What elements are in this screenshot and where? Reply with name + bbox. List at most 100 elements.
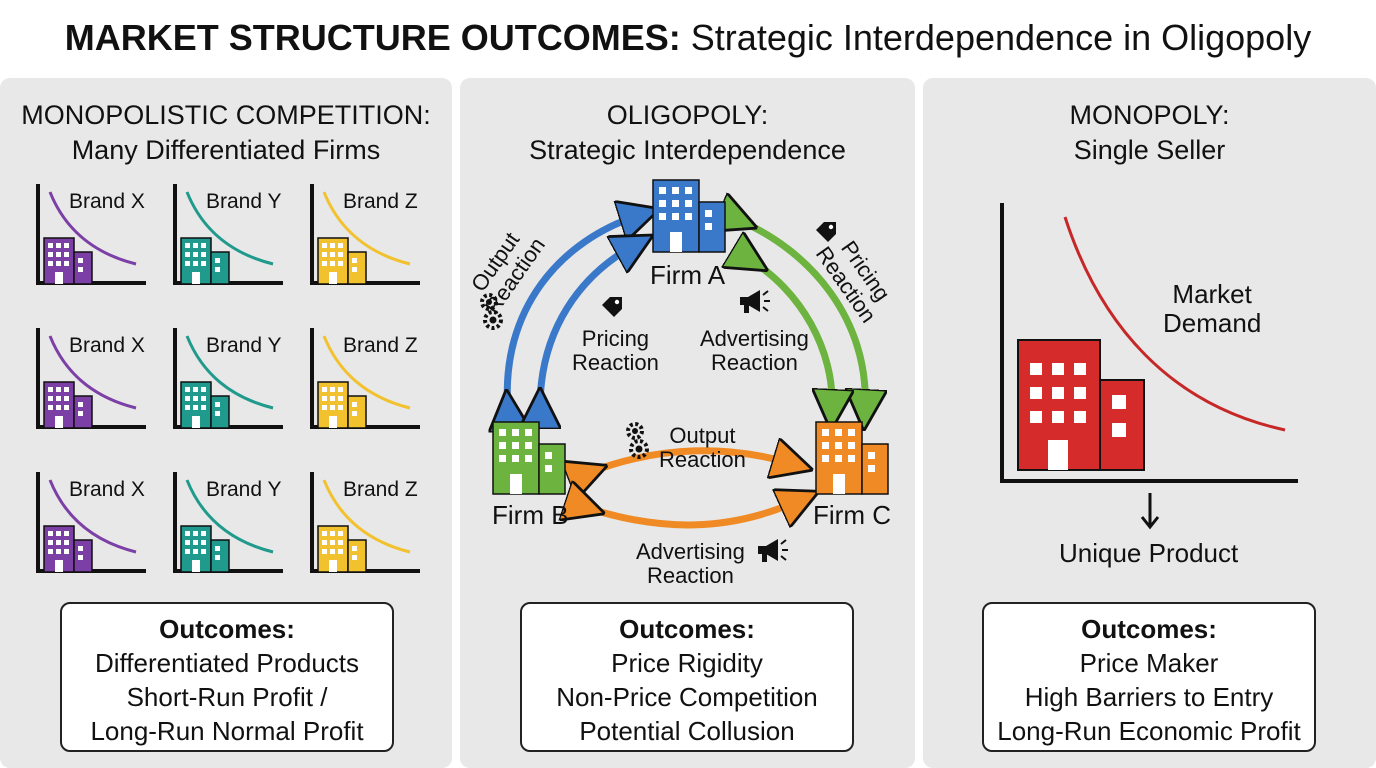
unique-product-label: Unique Product [1059,538,1239,568]
megaphone-icon [757,538,789,563]
advertising-reaction-label-bottom: Advertising Reaction [636,540,745,588]
monopoly-outcomes-title: Outcomes: [1081,614,1217,644]
monopolistic-outcome-3: Long-Run Normal Profit [90,716,364,746]
green-arrow-inner [750,260,832,410]
monopoly-axes [1000,203,1298,483]
chart-axes [310,328,420,429]
down-arrow-icon [1140,493,1160,530]
brand-chart-graphic [36,328,146,429]
brand-label: Brand Z [343,334,418,357]
pricing-reaction-label-inner: Pricing Reaction [572,327,659,375]
oligopoly-heading: OLIGOPOLY: Strategic Interdependence [460,98,915,168]
demand-curve [48,191,137,266]
brand-demand-chart: Brand Y [173,182,293,287]
monopolistic-outcomes-title: Outcomes: [159,614,295,644]
firm-a-label: Firm A [650,260,726,290]
monopolistic-outcomes-box: Outcomes: Differentiated Products Short-… [60,602,394,752]
monopolistic-outcome-2: Short-Run Profit / [126,682,328,712]
page-title: MARKET STRUCTURE OUTCOMES: Strategic Int… [0,14,1376,62]
brand-demand-chart: Brand Z [310,470,430,575]
brand-demand-chart: Brand Y [173,470,293,575]
monopolistic-heading-line2: Many Differentiated Firms [71,135,381,165]
chart-axes [173,472,283,573]
oligopoly-heading-line2: Strategic Interdependence [529,135,846,165]
market-demand-line2: Demand [1163,308,1262,338]
output-reaction-label-bottom: Output Reaction [659,424,746,472]
monopoly-heading: MONOPOLY: Single Seller [923,98,1376,168]
orange-arrow-upper [588,451,793,473]
firm-building-icon [43,525,93,573]
oligopoly-outcomes-box: Outcomes: Price Rigidity Non-Price Compe… [520,602,854,752]
chart-axes [36,472,146,573]
monopolistic-competition-panel: MONOPOLISTIC COMPETITION: Many Different… [0,78,452,768]
oligopoly-outcome-3: Potential Collusion [579,716,795,746]
firm-c-label: Firm C [813,500,891,530]
monopolistic-heading: MONOPOLISTIC COMPETITION: Many Different… [0,98,452,168]
advertising-reaction-inner-line1: Advertising [700,326,809,351]
demand-curve [48,479,137,554]
demand-curve [322,335,411,410]
monopoly-outcome-1: Price Maker [1079,648,1219,678]
blue-arrow-inner [540,245,635,408]
output-reaction-bottom-line2: Reaction [659,447,746,472]
demand-curve [185,335,274,410]
firm-building-icon [180,237,230,285]
market-demand-curve [1063,216,1286,432]
firm-a-building-icon [652,179,726,253]
market-demand-label: Market Demand [1163,280,1261,338]
brand-label: Brand Z [343,478,418,501]
brand-label: Brand Y [206,478,282,501]
advertising-reaction-bottom-line1: Advertising [636,539,745,564]
chart-axes [36,328,146,429]
monopolistic-outcome-1: Differentiated Products [95,648,359,678]
brand-demand-chart: Brand Z [310,182,430,287]
monopoly-heading-line2: Single Seller [1073,135,1226,165]
advertising-reaction-inner-line2: Reaction [711,350,798,375]
monopoly-outcome-2: High Barriers to Entry [1024,682,1274,712]
advertising-reaction-bottom-line2: Reaction [647,563,734,588]
monopoly-chart [1000,203,1298,530]
firm-building-icon [180,381,230,429]
brand-demand-chart: Brand X [36,470,156,575]
oligopoly-outcome-2: Non-Price Competition [556,682,818,712]
brand-demand-chart: Brand X [36,182,156,287]
brand-chart-graphic [173,472,283,573]
firm-building-icon [43,237,93,285]
brand-label: Brand Z [343,190,418,213]
advertising-reaction-label-inner: Advertising Reaction [700,327,809,375]
brand-chart-graphic [310,184,420,285]
firm-b-label: Firm B [492,500,569,530]
firm-building-icon [317,237,367,285]
gears-icon [626,422,649,459]
chart-axes [310,472,420,573]
brand-label: Brand Y [206,334,282,357]
chart-axes [173,328,283,429]
megaphone-icon [739,289,771,314]
demand-curve [48,335,137,410]
brand-demand-chart: Brand X [36,326,156,431]
monopoly-building-icon [1017,339,1145,471]
pricing-reaction-inner-line2: Reaction [572,350,659,375]
oligopoly-outcomes-title: Outcomes: [619,614,755,644]
brand-label: Brand X [69,478,145,501]
output-reaction-bottom-line1: Output [669,423,736,448]
demand-curve [185,479,274,554]
firm-c-building-icon [815,421,889,495]
firm-building-icon [317,381,367,429]
firm-building-icon [180,525,230,573]
demand-curve [185,191,274,266]
brand-chart-graphic [36,472,146,573]
firm-b-building-icon [492,421,566,495]
brand-chart-graphic [173,328,283,429]
title-rest: Strategic Interdependence in Oligopoly [690,17,1312,58]
firm-building-icon [317,525,367,573]
brand-chart-graphic [310,472,420,573]
brand-chart-graphic [36,184,146,285]
chart-axes [173,184,283,285]
brand-chart-graphic [310,328,420,429]
title-bold: MARKET STRUCTURE OUTCOMES: [64,17,681,58]
monopolistic-heading-line1: MONOPOLISTIC COMPETITION: [21,100,431,130]
oligopoly-heading-line1: OLIGOPOLY: [606,100,769,130]
brand-label: Brand X [69,334,145,357]
demand-curve [322,479,411,554]
